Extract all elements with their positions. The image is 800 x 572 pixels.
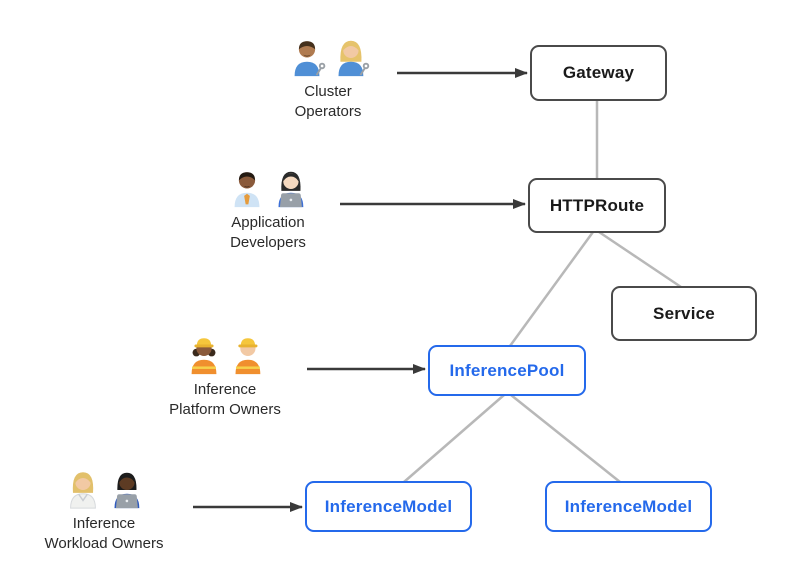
node-inference-pool-label: InferencePool — [449, 360, 565, 380]
node-inference-model-2: InferenceModel — [545, 481, 712, 532]
man-construction-worker-figure — [235, 338, 261, 375]
persona-label-line: Inference — [193, 381, 257, 398]
developers-icon — [234, 171, 304, 208]
persona-inference-workload-owners: Inference Workload Owners — [14, 467, 194, 554]
node-inference-pool: InferencePool — [428, 345, 586, 396]
node-inference-model-1: InferenceModel — [305, 481, 472, 532]
dark-skin-technologist-figure — [114, 472, 140, 509]
node-inference-model-1-label: InferenceModel — [324, 496, 453, 516]
edge-httproute-inferencepool — [508, 231, 595, 347]
persona-label-line: Workload Owners — [44, 535, 164, 552]
scientist-figure — [70, 472, 96, 509]
node-service: Service — [611, 286, 757, 341]
node-gateway-label: Gateway — [562, 63, 635, 82]
persona-label-line: Application — [231, 214, 305, 231]
office-worker-figure — [234, 172, 260, 208]
persona-label-line: Inference — [72, 515, 136, 532]
node-httproute: HTTPRoute — [528, 178, 666, 233]
node-inference-model-2-label: InferenceModel — [564, 496, 693, 516]
persona-label-line: Platform Owners — [169, 401, 281, 418]
man-mechanic-figure — [294, 41, 326, 77]
node-service-label: Service — [653, 303, 715, 323]
persona-cluster-operators: Cluster Operators — [248, 35, 408, 122]
construction-workers-icon — [191, 338, 261, 375]
persona-label-line: Operators — [294, 103, 362, 120]
edge-inferencepool-inferencemodel-2 — [510, 394, 621, 483]
persona-application-developers: Application Developers — [188, 166, 348, 253]
persona-label-line: Developers — [230, 234, 306, 251]
persona-inference-platform-owners: Inference Platform Owners — [135, 333, 315, 420]
woman-construction-worker-figure — [191, 338, 217, 375]
node-gateway: Gateway — [530, 45, 667, 101]
edge-inferencepool-inferencemodel-1 — [403, 394, 505, 483]
edge-httproute-service — [598, 230, 682, 289]
mechanics-icon — [294, 40, 370, 77]
woman-mechanic-figure — [338, 40, 370, 77]
node-httproute-label: HTTPRoute — [549, 195, 645, 215]
scientist-technologist-icon — [70, 472, 140, 509]
persona-label-line: Cluster — [304, 83, 352, 100]
woman-technologist-figure — [278, 171, 304, 208]
